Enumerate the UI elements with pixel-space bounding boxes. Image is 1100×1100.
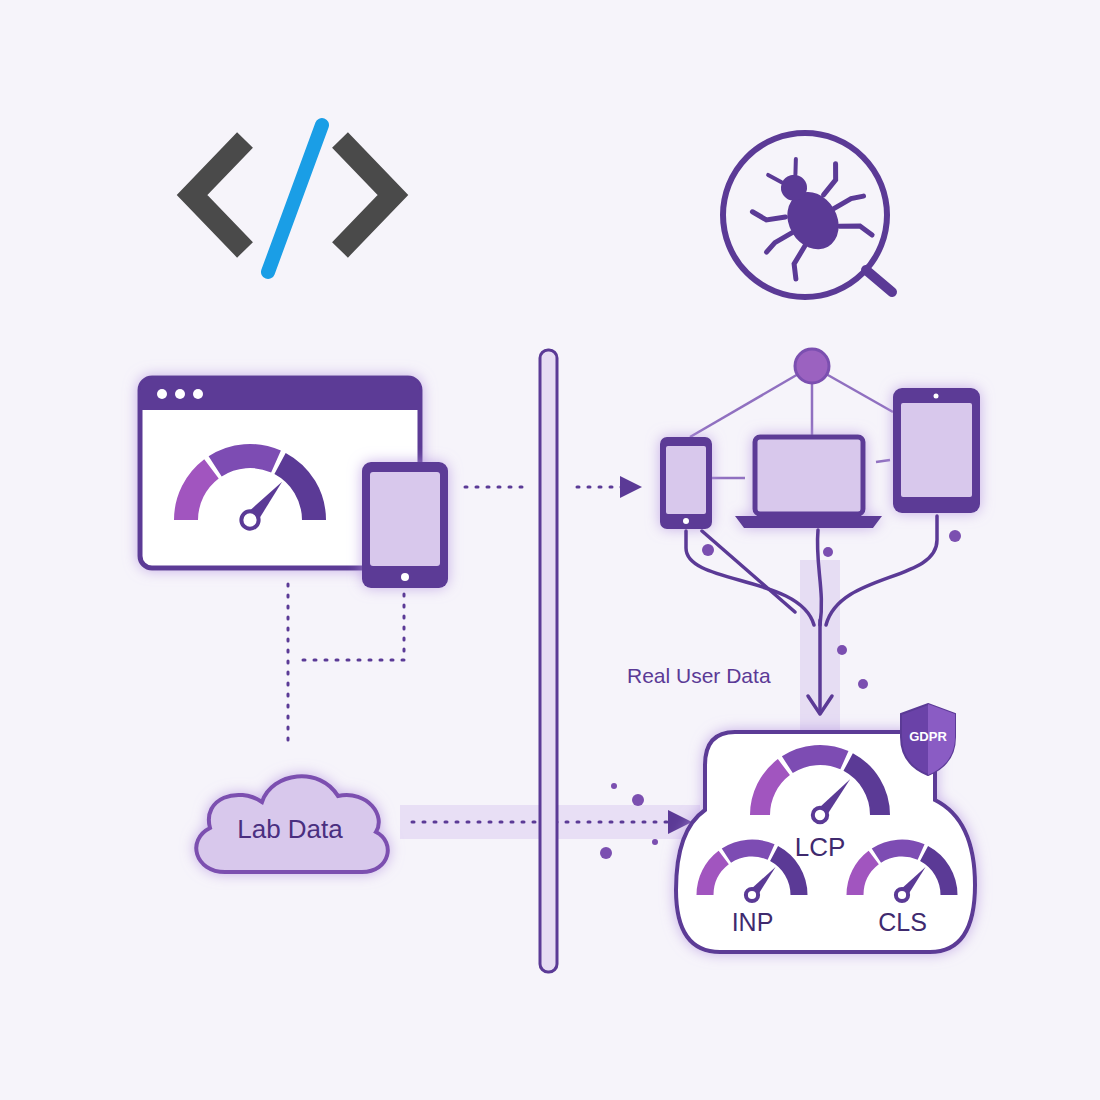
browser-window [157, 389, 167, 399]
dotted-connector [288, 487, 622, 742]
flow-label: Real User Data [627, 664, 771, 688]
scatter-dots [823, 547, 833, 557]
gauge-arc [855, 857, 874, 895]
code-icon [268, 125, 322, 272]
data-flow-lines [686, 531, 814, 625]
arrow-head [620, 476, 642, 498]
node-text: GDPR [898, 730, 958, 745]
gauge-pivot [241, 511, 258, 528]
code-icon [340, 140, 393, 250]
bug-magnifier-icon [834, 193, 864, 212]
metric-gauge: INP [690, 835, 815, 945]
device-icons [683, 518, 689, 524]
browser-window [193, 389, 203, 399]
bug-magnifier-icon [813, 164, 846, 195]
gauge-arc [280, 463, 314, 520]
data-flow-lines [808, 696, 832, 714]
cloud-node: Lab Data [180, 760, 400, 878]
data-flow-lines [826, 516, 937, 625]
scatter-dots [949, 530, 961, 542]
bug-magnifier-icon [866, 270, 892, 292]
data-flow-lines [702, 531, 795, 612]
node-text: Lab Data [180, 815, 400, 845]
gauge-arc [726, 848, 771, 856]
device-icons [660, 388, 980, 529]
bug-magnifier-icon [734, 139, 883, 285]
bug-magnifier-icon [768, 171, 781, 186]
browser-window [175, 389, 185, 399]
scatter-dots [611, 783, 617, 789]
bug-magnifier-icon [789, 159, 802, 174]
network-hub [795, 349, 829, 383]
scatter-dots [652, 839, 658, 845]
speed-gauge [186, 456, 314, 529]
scatter-dots [837, 645, 847, 655]
bug-magnifier-icon [723, 133, 892, 297]
bug-magnifier-icon [752, 199, 785, 230]
device-icons [893, 388, 980, 513]
code-icon [192, 140, 245, 250]
dotted-connector [577, 486, 622, 489]
gauge-arc [774, 854, 799, 895]
gauge-arc [705, 857, 724, 895]
phone-icon [401, 573, 409, 581]
device-icons [755, 437, 863, 514]
gauge-arc [924, 854, 949, 895]
phone-icon [362, 462, 448, 588]
gauge-arc [215, 456, 276, 466]
scatter-dots [600, 847, 612, 859]
gauge-arc [787, 755, 844, 765]
gauge-arc [848, 762, 880, 815]
gauge-pivot [746, 889, 758, 901]
gauge-arc [760, 767, 784, 815]
dotted-connector [300, 594, 404, 660]
phone-icon [370, 472, 440, 566]
node-text: INP [690, 908, 815, 937]
divider-bar [540, 350, 557, 972]
data-flow-lines [817, 530, 821, 625]
scatter-dots [858, 679, 868, 689]
gauge-pivot [813, 808, 827, 822]
data-flow-lines [818, 620, 822, 712]
node-text: CLS [840, 908, 965, 937]
browser-window [140, 378, 420, 410]
metric-gauge: CLS [840, 835, 965, 945]
dotted-connector [287, 584, 290, 742]
gauge-arc [876, 848, 921, 856]
gauge-arc [186, 469, 211, 520]
bug-magnifier-icon [839, 214, 872, 247]
shield-badge: GDPR [898, 702, 958, 777]
code-icon [192, 125, 393, 272]
device-network [690, 366, 812, 437]
device-icons [666, 446, 706, 514]
device-icons [934, 394, 939, 399]
bug-magnifier-icon [765, 233, 795, 252]
phone-icon [362, 462, 448, 588]
bug-magnifier-icon [784, 246, 817, 279]
dotted-connector [465, 486, 530, 489]
device-icons [735, 516, 882, 528]
device-icons [660, 437, 712, 529]
device-network [876, 460, 890, 462]
device-icons [901, 403, 972, 497]
scatter-dots [702, 544, 714, 556]
device-network [712, 477, 745, 480]
gauge-pivot [896, 889, 908, 901]
scatter-dots [632, 794, 644, 806]
